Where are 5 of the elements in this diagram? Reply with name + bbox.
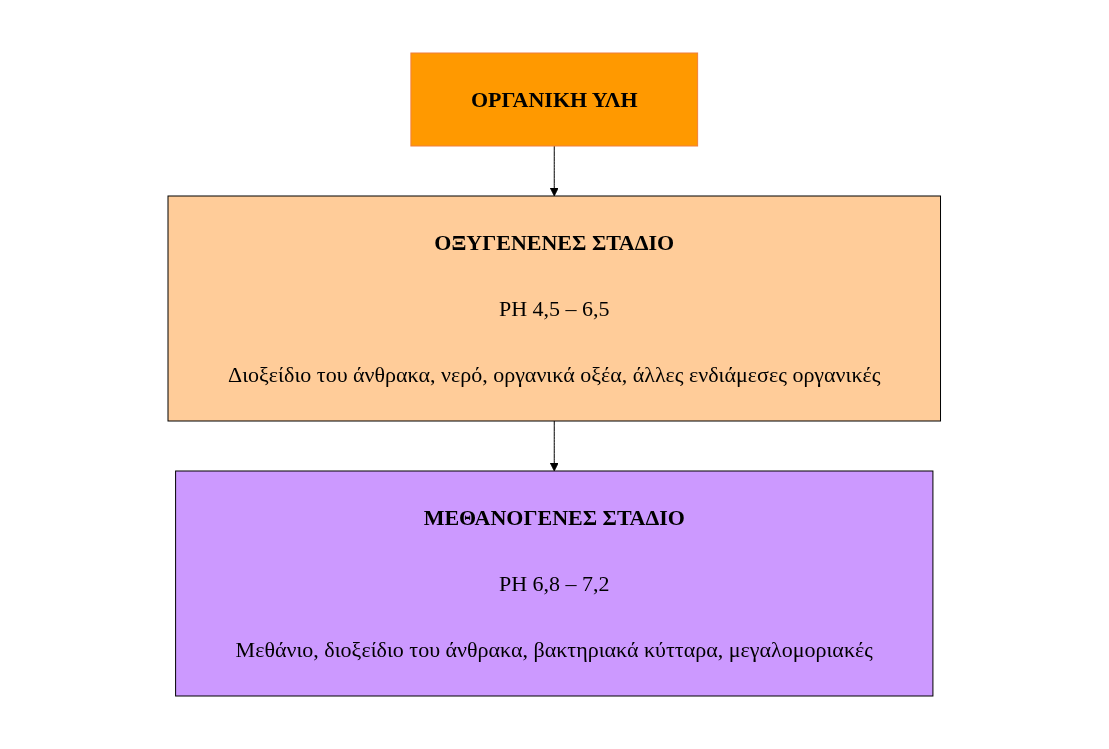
node-box: ΜΕΘΑΝΟΓΕΝΕΣ ΣΤΑΔΙΟ PH 6,8 – 7,2 Μεθάνιο, διοξείδιο του άνθρακα, βακτηριακά κύτταρα, μεγαλομοριακές <box>175 470 934 697</box>
arrow <box>550 145 559 197</box>
arrow <box>550 420 559 472</box>
node-box: ΟΞΥΓΕΝΕΝΕΣ ΣΤΑΔΙΟ PH 4,5 – 6,5 Διοξείδιο του άνθρακα, νερό, οργανικά οξέα, άλλες ενδιάμεσες οργανικές <box>167 195 942 422</box>
node-box: ΟΡΓΑΝΙΚΗ ΥΛΗ <box>410 52 699 147</box>
